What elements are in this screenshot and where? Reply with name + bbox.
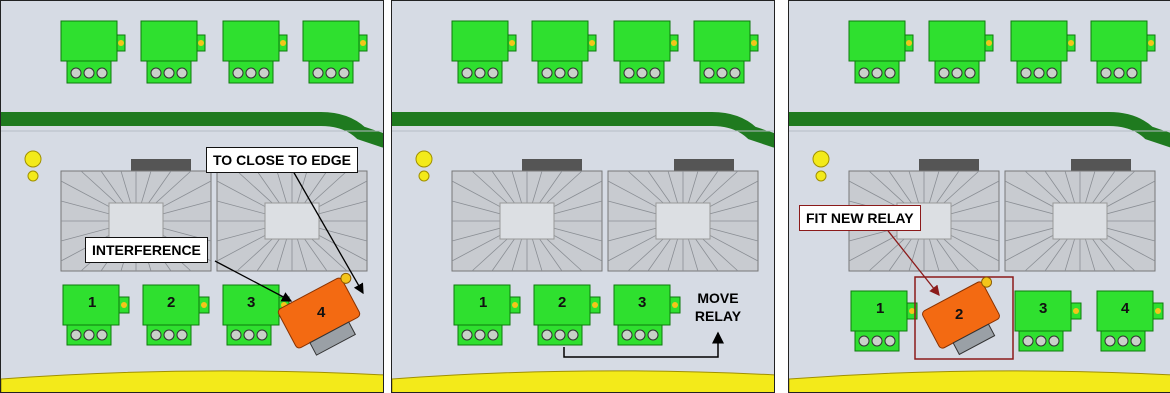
- top-relay: [140, 20, 206, 84]
- relay-icon: [1014, 290, 1082, 352]
- relay-1-number: 1: [88, 294, 96, 311]
- callout-too-close-to-edge: TO CLOSE TO EDGE: [206, 147, 358, 173]
- heatsink-icon: [1004, 170, 1156, 272]
- top-relay: [613, 20, 679, 84]
- orange-relay: [922, 276, 1000, 356]
- arrow-icon: [563, 331, 724, 358]
- top-relay: [531, 20, 597, 84]
- callout-fit-new-relay: FIT NEW RELAY: [799, 205, 921, 231]
- connector-block: [1071, 159, 1131, 173]
- top-relay: [848, 20, 914, 84]
- panel-before: 1 2 3 4 TO CLOSE TO EDGE INTERFERENCE: [0, 0, 384, 393]
- top-relay: [693, 20, 759, 84]
- move-label-line2: RELAY: [694, 308, 742, 324]
- relay-2-number: 2: [167, 294, 175, 311]
- relay-3-number: 3: [247, 294, 255, 311]
- yellow-cable: [392, 370, 774, 392]
- orange-relay: [277, 272, 361, 356]
- heatsink-icon: [451, 170, 603, 272]
- top-relay: [1010, 20, 1076, 84]
- panel-move: 1 2 3 MOVE RELAY: [391, 0, 775, 393]
- green-cable: [392, 112, 774, 148]
- relay-3-number: 3: [638, 294, 646, 311]
- relay-1-number: 1: [876, 300, 884, 317]
- relay-2-number: 2: [955, 306, 963, 323]
- top-relay: [451, 20, 517, 84]
- relay-4-number: 4: [1121, 300, 1130, 317]
- top-relay: [222, 20, 288, 84]
- panel-after: 1 2 3 4 FIT NEW RELAY: [788, 0, 1170, 393]
- green-cable: [1, 112, 383, 148]
- top-relay: [928, 20, 994, 84]
- heatsink-icon: [607, 170, 759, 272]
- relay-1-number: 1: [479, 294, 487, 311]
- yellow-cable: [789, 370, 1170, 392]
- top-relay: [302, 20, 368, 84]
- connector-block: [919, 159, 979, 173]
- panel-3-drawing: 1 2 3 4: [789, 20, 1170, 392]
- arrow-icon: [884, 226, 940, 297]
- top-relay: [60, 20, 126, 84]
- heatsink-icon: [216, 170, 368, 272]
- arrow-icon: [214, 260, 293, 302]
- relay-icon: [142, 284, 210, 346]
- relay-icon: [1096, 290, 1164, 352]
- relay-icon: [533, 284, 601, 346]
- panel-2-drawing: 1 2 3: [392, 20, 774, 392]
- relay-4-number: 4: [317, 304, 326, 321]
- connector-block: [131, 159, 191, 173]
- relay-icon: [613, 284, 681, 346]
- move-relay-label: MOVE RELAY: [682, 289, 754, 325]
- connector-block: [522, 159, 582, 173]
- move-label-line1: MOVE: [697, 290, 739, 306]
- top-relay: [1090, 20, 1156, 84]
- relay-2-number: 2: [558, 294, 566, 311]
- panel-1-drawing: 1 2 3 4: [1, 20, 383, 392]
- green-cable: [789, 112, 1170, 148]
- arrow-icon: [292, 170, 364, 295]
- connector-block: [674, 159, 734, 173]
- callout-interference: INTERFERENCE: [85, 237, 208, 263]
- fit-highlight-box: [914, 276, 1014, 360]
- yellow-cable: [1, 370, 383, 392]
- relay-3-number: 3: [1039, 300, 1047, 317]
